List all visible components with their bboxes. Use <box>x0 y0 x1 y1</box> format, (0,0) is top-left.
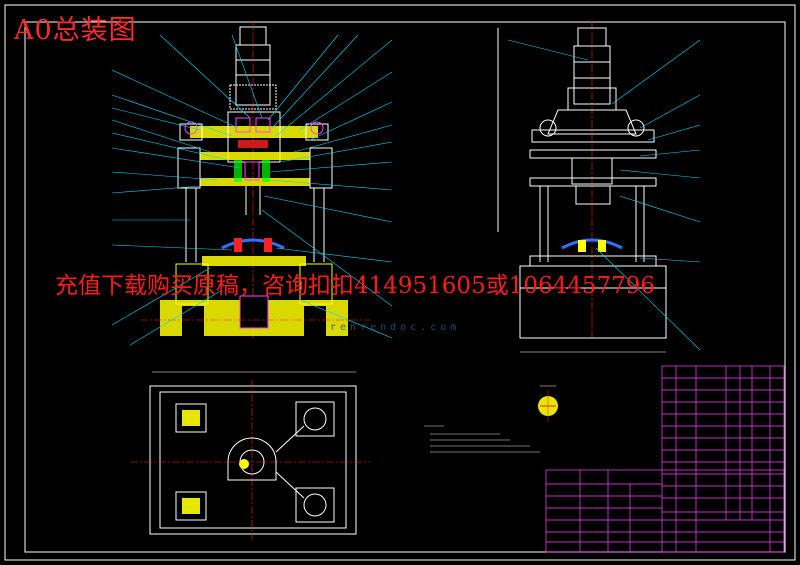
front-view <box>140 22 370 340</box>
site-watermark: renrendoc.com <box>330 322 461 333</box>
sheet-outer-border <box>4 4 796 561</box>
title-block <box>545 365 785 553</box>
technical-notes <box>424 425 540 453</box>
sheet-inner-border <box>24 21 786 553</box>
top-view <box>130 371 370 540</box>
side-view-leader-lines <box>507 39 701 351</box>
drawing-title: A0总装图 <box>14 15 137 46</box>
section-detail <box>538 385 558 422</box>
side-view <box>497 22 667 353</box>
download-banner: 充值下载购买原稿，咨询扣扣414951605或1064457796 <box>55 273 656 299</box>
front-view-leader-lines <box>111 34 393 346</box>
